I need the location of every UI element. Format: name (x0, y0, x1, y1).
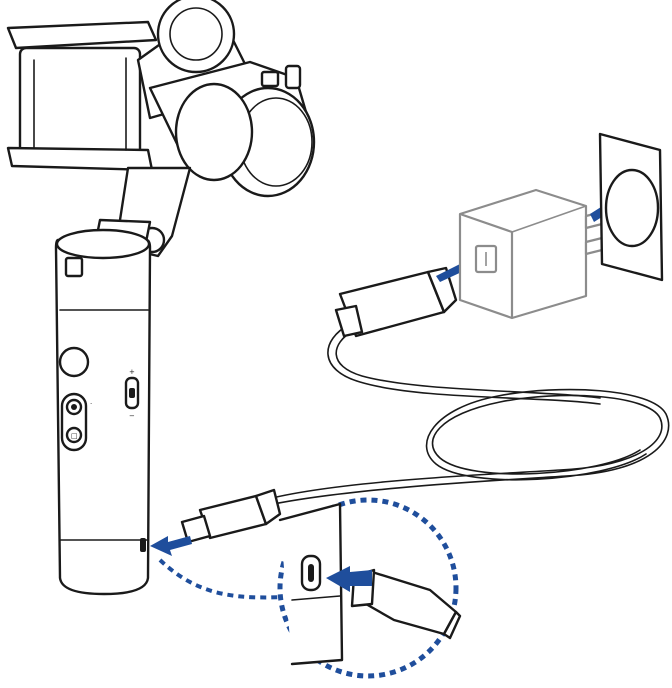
usb-charger (458, 188, 604, 320)
arrow-into-usb-c-port-icon (326, 566, 372, 592)
menu-glyph: · (90, 400, 92, 408)
plus-glyph: + (129, 368, 135, 376)
gimbal-knob (284, 64, 302, 90)
usb-c-plug (180, 488, 282, 544)
joystick-icon (58, 346, 90, 378)
mode-button-icon (65, 426, 83, 444)
gimbal-head (6, 0, 316, 258)
phone-clamp (6, 20, 158, 172)
mode-glyph: □ (71, 432, 78, 440)
usb-a-plug (334, 266, 458, 338)
pitch-motor (156, 0, 236, 74)
usb-cable (263, 323, 670, 507)
gimbal-handle: □ · + − (54, 228, 152, 596)
zoom-inset (158, 497, 462, 679)
wall-outlet (598, 132, 664, 282)
minus-glyph: − (129, 412, 135, 420)
arrow-into-handle-port-icon (150, 536, 192, 556)
zoom-connector-line (158, 558, 301, 600)
handle-usb-port (140, 538, 146, 552)
